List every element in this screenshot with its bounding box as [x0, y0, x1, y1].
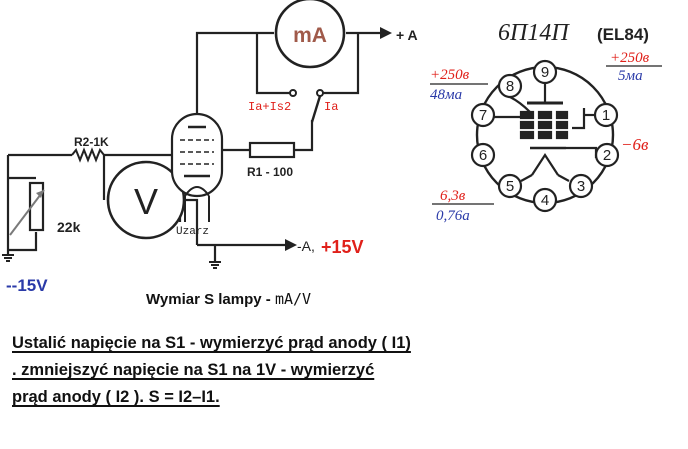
- potentiometer: [9, 181, 45, 236]
- tube-title: 6П14П: [498, 20, 570, 46]
- pin-number: 7: [479, 107, 487, 124]
- r1-label: R1 - 100: [247, 165, 293, 179]
- heater-current: 0,76а: [436, 208, 470, 224]
- circuit-wires: [6, 31, 380, 262]
- electrode-structure: [494, 83, 598, 182]
- r2-resistor: [71, 147, 105, 163]
- pin7-current: 48ма: [430, 87, 462, 103]
- ground-symbol-left: [2, 254, 14, 262]
- pin-number: 6: [479, 147, 487, 164]
- milliammeter-label: mA: [293, 24, 327, 47]
- pin-number: 3: [577, 178, 585, 195]
- instruction-line-1: Ustalić napięcie na S1 - wymierzyć prąd …: [12, 334, 411, 352]
- anode-arrow: [380, 27, 392, 39]
- heater-voltage: 6,3в: [440, 188, 466, 204]
- heater-label: Uzarz: [176, 226, 209, 238]
- pin2-voltage: −6в: [621, 135, 649, 154]
- cathode-terminal-label: -A,: [297, 238, 315, 254]
- pin-number: 1: [602, 107, 610, 124]
- pin-number: 2: [603, 147, 611, 164]
- pin-number: 8: [506, 78, 514, 95]
- switch-right-label: Ia: [324, 100, 338, 114]
- pin-number: 4: [541, 192, 549, 209]
- caption-unit: mA/V: [274, 290, 312, 308]
- supply-plus-label: +15V: [321, 237, 364, 257]
- tube-subtitle: (EL84): [597, 25, 649, 44]
- pin9-current: 5ма: [618, 68, 643, 84]
- r1-resistor: [248, 141, 296, 159]
- caption-label: Wymiar S lampy -: [146, 291, 275, 308]
- measurement-caption: Wymiar S lampy - mA/V: [146, 290, 311, 308]
- voltmeter-label: V: [134, 181, 158, 222]
- switch-left-label: Ia+Is2: [248, 100, 291, 114]
- pin9-voltage: +250в: [610, 50, 650, 66]
- supply-minus-label: --15V: [6, 276, 48, 295]
- instruction-line-2: . zmniejszyć napięcie na S1 na 1V - wymi…: [12, 361, 375, 379]
- switch: [289, 89, 324, 123]
- anode-terminal-label: + A: [396, 27, 418, 43]
- pin-circles: [470, 59, 620, 213]
- ground-symbol: [209, 261, 221, 269]
- pot-label: 22k: [57, 219, 81, 235]
- pin-numbers: 1 2 3 4 5 6 7 8 9: [479, 64, 611, 209]
- r2-label: R2-1K: [74, 135, 109, 149]
- pin-number: 9: [541, 64, 549, 81]
- instruction-line-3: prąd anody ( I2 ). S = I2–I1.: [12, 388, 220, 406]
- voltmeter: V: [106, 160, 186, 240]
- pin7-voltage: +250в: [430, 67, 470, 83]
- milliammeter: mA: [274, 0, 346, 69]
- vacuum-tube: [170, 112, 224, 222]
- pin-number: 5: [506, 178, 514, 195]
- cathode-arrow: [285, 239, 297, 251]
